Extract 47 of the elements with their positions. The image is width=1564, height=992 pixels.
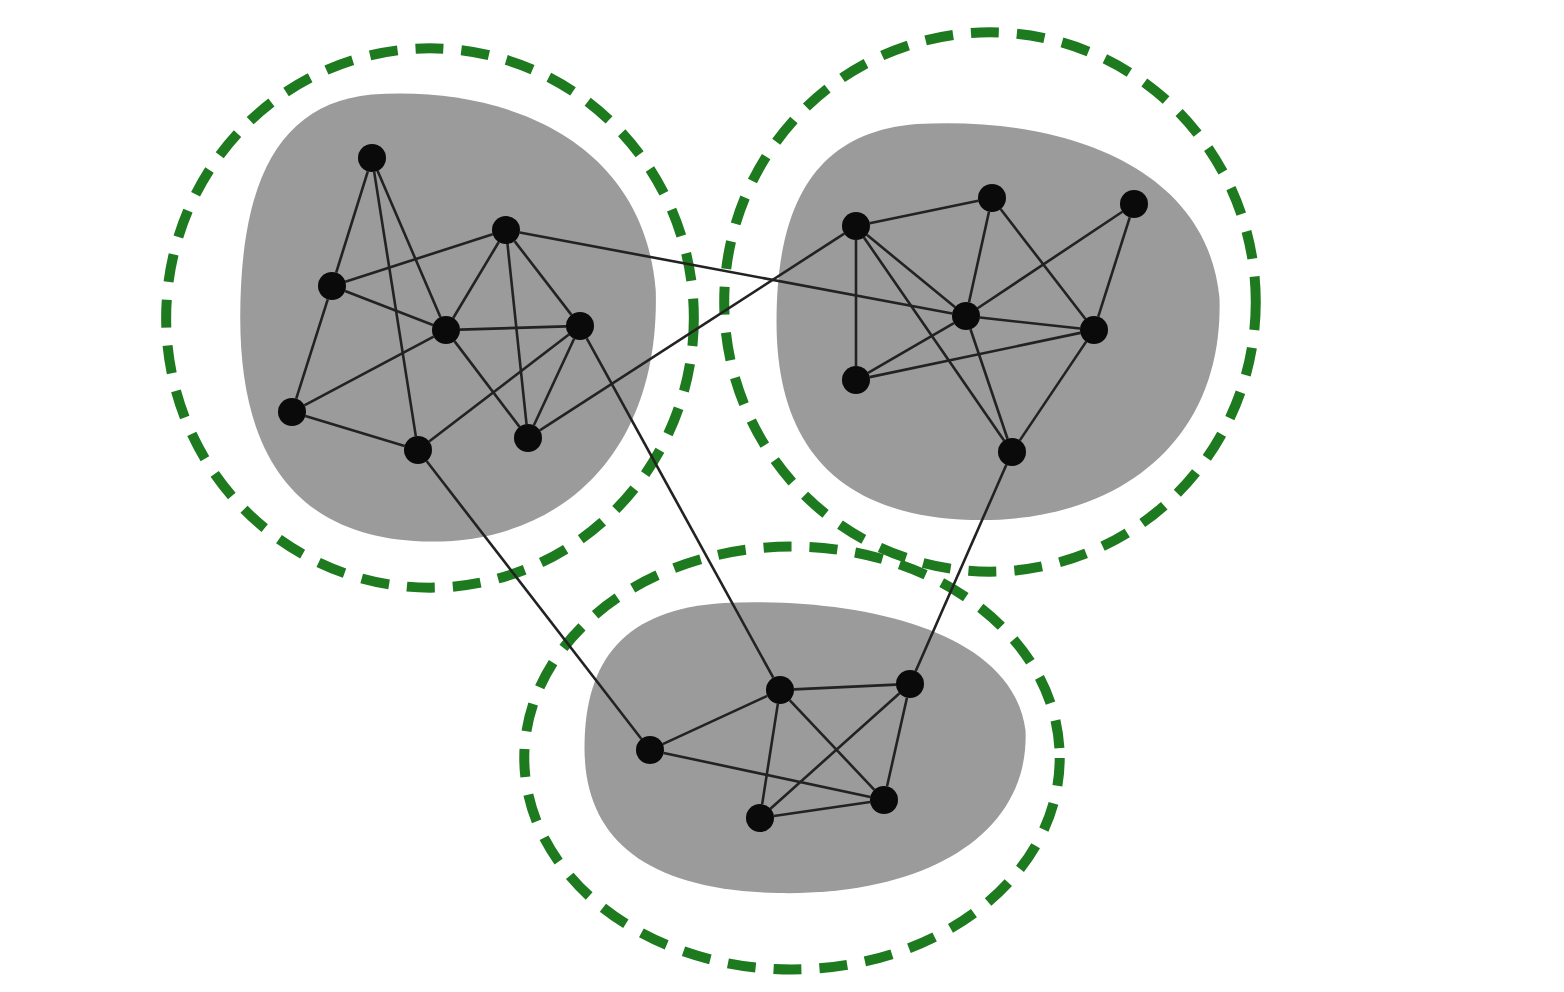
connector-line [885,697,909,787]
connector-line [585,337,775,679]
connector-line [372,171,418,437]
connector-line [506,243,528,425]
connector-line [452,241,500,319]
connector-line [862,236,1006,442]
connector-line [459,325,567,331]
connector-line [344,289,434,327]
connector-line [513,240,573,316]
community-boundary [716,24,1264,580]
connector-line [334,170,370,274]
community-region [580,600,1030,896]
connector-line [519,231,953,315]
connector-line [428,333,570,443]
community-boundary [516,540,1068,976]
connector-line [303,335,435,407]
connector-line [969,328,1009,440]
connector-line [376,170,442,318]
community-boundary [158,40,702,596]
connector-line [532,338,576,426]
connector-line [1018,340,1088,442]
connector-line [344,233,494,283]
connector-line [976,210,1124,310]
connector-line [854,240,858,366]
connector-line [769,692,901,810]
connector-line [866,233,956,309]
community-region [236,90,660,546]
connector-line [425,460,643,740]
connector-line [760,703,780,805]
connector-line [999,208,1087,320]
connector-line [453,340,521,428]
connector-line [788,699,876,791]
connector-line [663,751,871,799]
connector-line [869,199,979,225]
connector-line [539,232,845,432]
connector-line [979,316,1081,330]
connector-line [867,321,955,375]
connector-line [793,683,897,691]
connector-line [662,694,768,746]
community-region [772,120,1224,524]
connector-line [773,800,871,818]
connector-line [305,414,405,448]
connector-line [1097,216,1131,318]
connector-line [869,331,1081,379]
connector-line [295,298,329,400]
connector-line [967,211,991,303]
connector-line [914,464,1008,672]
